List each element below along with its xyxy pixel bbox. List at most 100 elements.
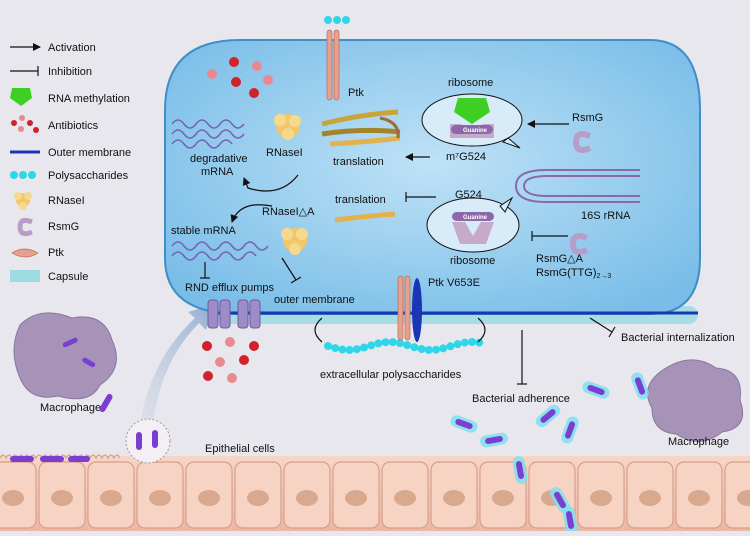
- polysaccharide-bead: [381, 338, 390, 347]
- capsulated-bacterium: [512, 456, 528, 484]
- ribosome-top-tail: [501, 137, 521, 149]
- polysaccharide-bead: [432, 345, 440, 354]
- antibiotic-dot: [225, 337, 235, 347]
- extracellular-label: extracellular polysaccharides: [320, 369, 462, 381]
- ribosome-top-bubble: Guanine: [421, 93, 523, 149]
- degradative-mrna-line2: mRNA: [201, 166, 234, 178]
- engulfed-bacterium: [62, 337, 78, 348]
- epithelial-nucleus: [296, 490, 318, 506]
- ptk-top-label: Ptk: [348, 87, 364, 99]
- capsulated-bacterium: [631, 372, 649, 400]
- legend-outer-membrane: Outer membrane: [48, 147, 131, 159]
- legend-ptk-icon: [11, 248, 39, 258]
- capsulated-bacterium: [582, 381, 610, 399]
- rsmg-ttg-label: RsmG(TTG)2→3: [536, 267, 611, 280]
- polysaccharide-bead: [468, 338, 476, 347]
- internalization-inhibit-bar: [608, 326, 616, 338]
- ptk-v653e-protein: [397, 275, 422, 342]
- m7g524-label: m⁷G524: [446, 151, 486, 163]
- epithelial-label: Epithelial cells: [205, 443, 275, 455]
- epithelial-nucleus: [688, 490, 710, 506]
- capsulated-bacterium: [480, 432, 508, 448]
- legend-rsmg-icon: [17, 217, 33, 237]
- rnasei-mutant-lobe: [281, 228, 293, 240]
- polysaccharide-bead: [453, 340, 462, 349]
- macrophage-right-label: Macrophage: [668, 436, 729, 448]
- ribosome-bottom-label: ribosome: [450, 255, 495, 267]
- stable-mrna-label: stable mRNA: [171, 225, 236, 237]
- antibiotic-dot: [227, 373, 237, 383]
- legend-rsmg: RsmG: [48, 221, 79, 233]
- antibiotics-top-cluster: [207, 57, 273, 98]
- efflux-pump-segment: [219, 299, 231, 329]
- engulfed-bacterium: [82, 357, 96, 368]
- macrophage-left-body: [13, 312, 117, 400]
- surface-bacterium: [40, 456, 64, 462]
- rnd-efflux-pumps: [207, 299, 261, 329]
- stable-mrna-waves: [171, 241, 269, 261]
- legend-capsule-swatch: [10, 270, 40, 282]
- legend-polysaccharides: Polysaccharides: [48, 170, 129, 182]
- guanine-top-bar: [451, 125, 493, 134]
- polysaccharide-bead: [439, 344, 448, 353]
- extracellular-polysaccharide-chain: [324, 338, 484, 354]
- polysaccharide-bead: [324, 342, 332, 350]
- epithelial-nucleus: [149, 490, 171, 506]
- macrophage-right: [647, 359, 744, 442]
- efflux-pump-segment: [237, 299, 249, 329]
- capsulated-bacterium: [450, 415, 478, 433]
- epithelial-nucleus: [100, 490, 122, 506]
- adhering-bacterium: [136, 432, 142, 450]
- polysaccharide-bead: [360, 343, 368, 352]
- epithelial-cells: [0, 461, 750, 529]
- legend-antibiotics-icon: [11, 115, 39, 133]
- zoom-circle: [125, 418, 171, 464]
- ribosome-bottom-subunit: [452, 222, 494, 244]
- ribosome-top-label: ribosome: [448, 77, 493, 89]
- capsulated-bacterium: [535, 404, 561, 428]
- ptk-top-polysaccharide-2: [333, 16, 341, 24]
- rnasei-delta-arrow: [230, 204, 273, 223]
- antibiotic-dot: [252, 61, 262, 71]
- rsmg-top-protein: [572, 131, 592, 153]
- polysaccharide-bead: [396, 339, 404, 348]
- rnasei-top-lobe: [282, 128, 294, 140]
- outer-membrane-label: outer membrane: [274, 294, 355, 306]
- capsulated-bacterium: [550, 487, 570, 513]
- epithelial-nucleus: [198, 490, 220, 506]
- ribosome-bottom-tail: [499, 196, 514, 213]
- polysaccharide-bead: [410, 343, 419, 352]
- antibiotic-dot: [203, 371, 213, 381]
- ptk-v653e-label: Ptk V653E: [428, 277, 480, 289]
- antibiotic-dot: [202, 341, 212, 351]
- rrna-16s-label: 16S rRNA: [581, 210, 631, 222]
- legend-rna-methylation: RNA methylation: [48, 93, 130, 105]
- epithelial-nucleus: [2, 490, 24, 506]
- polysaccharide-bead: [331, 344, 340, 353]
- rnasei-top-lobe: [274, 114, 286, 126]
- internalization-inhibit-line: [589, 317, 613, 333]
- rnasei-mutant-blob: [281, 228, 308, 255]
- adhering-bacterium: [152, 430, 158, 448]
- guanine-bottom-label: Guanine: [463, 215, 488, 221]
- epithelial-cell: [724, 461, 750, 529]
- epithelial-nucleus: [492, 490, 514, 506]
- polysaccharide-bead: [446, 342, 455, 351]
- rsmg-delta-label: RsmG△A: [536, 253, 584, 265]
- macrophage-left: [13, 312, 117, 400]
- rnasei-om-inhibit-bar: [290, 276, 302, 284]
- rnd-efflux-label: RND efflux pumps: [185, 282, 275, 294]
- degradative-mrna-waves: [171, 119, 245, 149]
- polysaccharide-bead: [367, 341, 376, 350]
- free-bacterium: [99, 393, 113, 413]
- rrna-hairpin: [514, 169, 640, 203]
- legend-capsule: Capsule: [48, 271, 88, 283]
- antibiotic-dot: [239, 355, 249, 365]
- polysaccharide-bead: [374, 339, 383, 348]
- polysaccharide-bead: [424, 345, 433, 354]
- epithelial-nucleus: [51, 490, 73, 506]
- rnasei-top-blob: [274, 114, 301, 140]
- legend-methylation-icon: [10, 88, 32, 106]
- peptide-chain: [321, 109, 399, 127]
